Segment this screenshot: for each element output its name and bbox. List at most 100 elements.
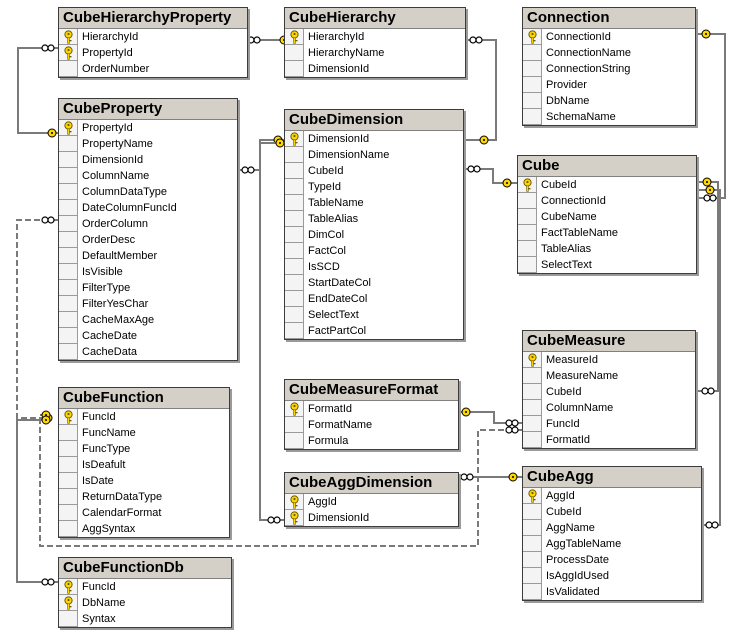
column-row[interactable]: HierarchyName [285, 45, 465, 61]
column-row[interactable]: SchemaName [523, 109, 695, 125]
column-row[interactable]: CacheMaxAge [59, 312, 237, 328]
relationship-line[interactable] [17, 47, 58, 134]
column-row[interactable]: Provider [523, 77, 695, 93]
column-row[interactable]: FilterYesChar [59, 296, 237, 312]
column-row[interactable]: FuncId [59, 409, 229, 425]
relationship-line[interactable] [464, 39, 497, 141]
column-row[interactable]: AggTableName [523, 536, 701, 552]
column-row[interactable]: FormatId [523, 432, 695, 448]
column-row[interactable]: PropertyName [59, 136, 237, 152]
column-row[interactable]: ProcessDate [523, 552, 701, 568]
column-row[interactable]: CubeId [523, 504, 701, 520]
column-row[interactable]: StartDateCol [285, 275, 463, 291]
column-row[interactable]: DimensionName [285, 147, 463, 163]
column-row[interactable]: FormatId [285, 401, 458, 417]
column-row[interactable]: HierarchyId [59, 29, 247, 45]
relationship-line[interactable] [39, 414, 522, 547]
column-row[interactable]: EndDateCol [285, 291, 463, 307]
column-row[interactable]: ConnectionId [523, 29, 695, 45]
column-row[interactable]: DimensionId [285, 510, 458, 526]
column-row[interactable]: FormatName [285, 417, 458, 433]
column-row[interactable]: DbName [59, 595, 231, 611]
column-row[interactable]: AggId [523, 488, 701, 504]
table-title: CubeFunctionDb [59, 558, 231, 579]
relationship-line[interactable] [696, 33, 726, 199]
column-row[interactable]: FuncType [59, 441, 229, 457]
column-row[interactable]: OrderDesc [59, 232, 237, 248]
column-row[interactable]: FuncId [523, 416, 695, 432]
column-selector-cell [285, 291, 304, 307]
column-row[interactable]: IsDeafult [59, 457, 229, 473]
column-row[interactable]: DimensionId [285, 131, 463, 147]
column-row[interactable]: IsAggIdUsed [523, 568, 701, 584]
relationship-line[interactable] [16, 219, 58, 419]
column-row[interactable]: ConnectionString [523, 61, 695, 77]
column-row[interactable]: DbName [523, 93, 695, 109]
column-row[interactable]: ReturnDataType [59, 489, 229, 505]
column-row[interactable]: SelectText [518, 257, 696, 273]
column-row[interactable]: Formula [285, 433, 458, 449]
column-row[interactable]: HierarchyId [285, 29, 465, 45]
relationship-line[interactable] [16, 419, 58, 583]
one-end-key-icon [502, 178, 512, 188]
column-row[interactable]: CalendarFormat [59, 505, 229, 521]
column-row[interactable]: DefaultMember [59, 248, 237, 264]
column-row[interactable]: FactCol [285, 243, 463, 259]
column-row[interactable]: FactTableName [518, 225, 696, 241]
column-row[interactable]: FilterType [59, 280, 237, 296]
column-row[interactable]: IsValidated [523, 584, 701, 600]
column-row[interactable]: ConnectionName [523, 45, 695, 61]
column-row[interactable]: Syntax [59, 611, 231, 627]
column-row[interactable]: ConnectionId [518, 193, 696, 209]
column-row[interactable]: MeasureName [523, 368, 695, 384]
column-row[interactable]: MeasureId [523, 352, 695, 368]
column-row[interactable]: TypeId [285, 179, 463, 195]
column-row[interactable]: CubeName [518, 209, 696, 225]
column-row[interactable]: IsDate [59, 473, 229, 489]
column-row[interactable]: IsSCD [285, 259, 463, 275]
column-row[interactable]: IsVisible [59, 264, 237, 280]
column-name: IsValidated [546, 586, 600, 598]
column-row[interactable]: DateColumnFuncId [59, 200, 237, 216]
column-row[interactable]: DimensionId [59, 152, 237, 168]
column-row[interactable]: ColumnName [59, 168, 237, 184]
column-row[interactable]: CubeId [518, 177, 696, 193]
column-row[interactable]: ColumnName [523, 400, 695, 416]
column-row[interactable]: AggName [523, 520, 701, 536]
column-row[interactable]: PropertyId [59, 120, 237, 136]
column-row[interactable]: FuncId [59, 579, 231, 595]
column-row[interactable]: PropertyId [59, 45, 247, 61]
column-row[interactable]: OrderColumn [59, 216, 237, 232]
column-row[interactable]: ColumnDataType [59, 184, 237, 200]
column-row[interactable]: DimensionId [285, 61, 465, 77]
column-row[interactable]: AggId [285, 494, 458, 510]
column-row[interactable]: DimCol [285, 227, 463, 243]
column-row[interactable]: TableAlias [285, 211, 463, 227]
column-row[interactable]: CacheDate [59, 328, 237, 344]
relationship-line[interactable] [697, 181, 719, 392]
column-row[interactable]: TableAlias [518, 241, 696, 257]
column-row[interactable]: CubeId [523, 384, 695, 400]
column-row[interactable]: FuncName [59, 425, 229, 441]
column-row[interactable]: TableName [285, 195, 463, 211]
column-row[interactable]: CubeId [285, 163, 463, 179]
column-row[interactable]: FactPartCol [285, 323, 463, 339]
column-row[interactable]: AggSyntax [59, 521, 229, 537]
column-row[interactable]: OrderNumber [59, 61, 247, 77]
column-row[interactable]: SelectText [285, 307, 463, 323]
column-selector-cell [523, 400, 542, 416]
column-row[interactable]: CacheData [59, 344, 237, 360]
relationship-line[interactable] [259, 142, 284, 521]
